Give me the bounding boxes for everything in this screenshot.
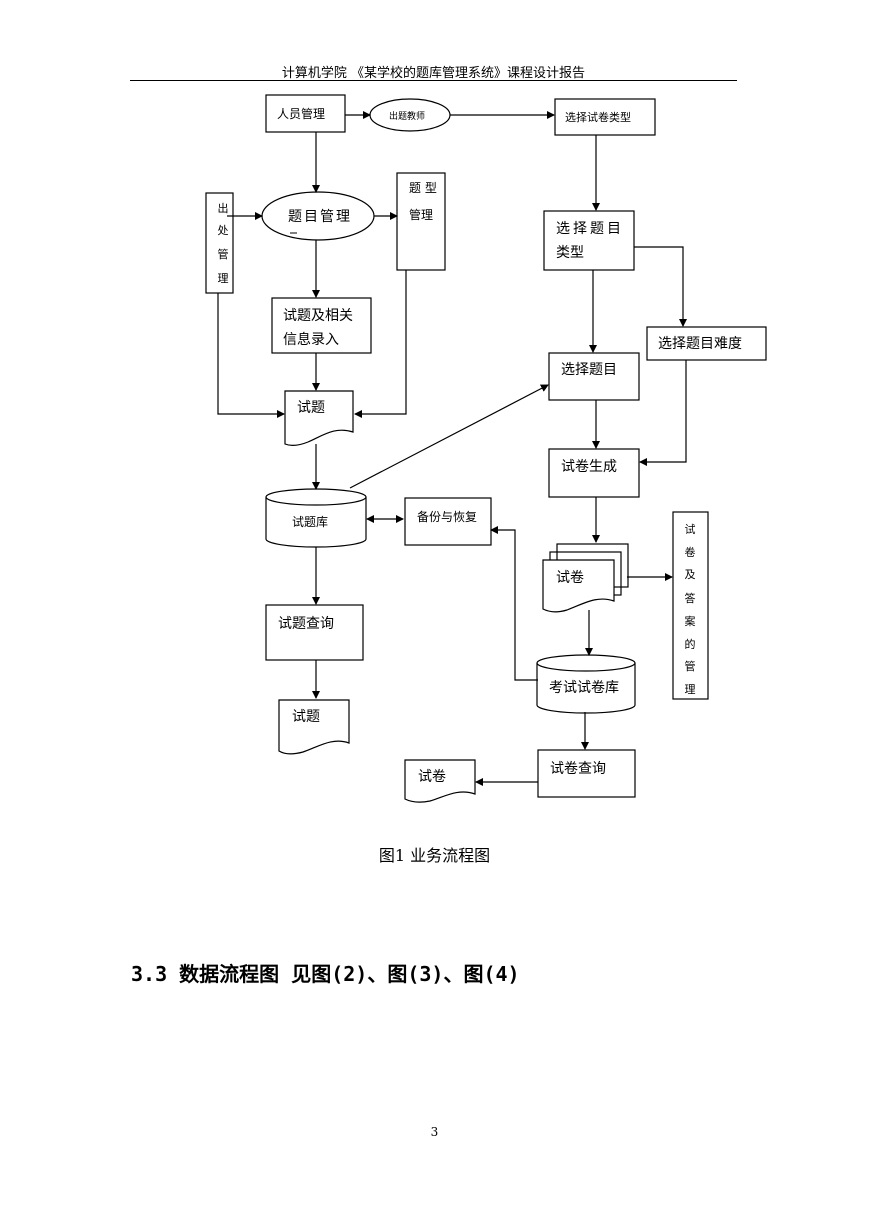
questions-doc2-label: 试题 xyxy=(292,709,320,725)
page-number: 3 xyxy=(430,1125,439,1139)
question-mgmt-label: 题目管理 xyxy=(288,209,352,225)
question-type-mgmt-line-1: 题 型 xyxy=(409,181,437,195)
paper-doc2-label: 试卷 xyxy=(418,769,446,785)
select-difficulty-label: 选择题目难度 xyxy=(658,336,742,352)
paper-answer-mgmt-char-0: 试 xyxy=(685,523,696,536)
question-bank-label: 试题库 xyxy=(292,514,328,529)
paper-doc-label: 试卷 xyxy=(556,570,584,586)
question-query-label: 试题查询 xyxy=(278,616,334,632)
paper-generate-label: 试卷生成 xyxy=(561,459,617,475)
teacher-label: 出题教师 xyxy=(389,110,425,122)
question-entry-line-2: 信息录入 xyxy=(283,331,339,348)
section-heading: 3.3 数据流程图 见图(2)、图(3)、图(4) xyxy=(131,962,520,986)
question-type-mgmt-line-2: 管理 xyxy=(409,207,433,222)
paper-query-label: 试卷查询 xyxy=(550,761,606,777)
paper-answer-mgmt-char-3: 答 xyxy=(685,591,696,605)
source-mgmt-char-3: 理 xyxy=(218,272,229,285)
select-q-type-line-1: 选择题目 xyxy=(556,221,624,237)
figure-caption: 图1 业务流程图 xyxy=(378,846,491,865)
paper-answer-mgmt-char-1: 卷 xyxy=(685,545,696,559)
select-q-type-line-2: 类型 xyxy=(556,245,584,261)
source-mgmt-char-1: 处 xyxy=(218,224,229,237)
question-entry-line-1: 试题及相关 xyxy=(283,308,353,324)
paper-answer-mgmt-char-7: 理 xyxy=(685,683,696,696)
paper-answer-mgmt-char-5: 的 xyxy=(685,637,696,651)
source-mgmt-char-0: 出 xyxy=(218,201,229,215)
paper-answer-mgmt-char-2: 及 xyxy=(685,568,696,581)
business-flowchart: 人员管理 选择试卷类型 试题库 备份与恢复 出题教师 出 处 管 理 试 卷 及… xyxy=(205,94,767,803)
source-mgmt-char-2: 管 xyxy=(218,247,229,261)
page-header: 计算机学院 《某学校的题库管理系统》课程设计报告 xyxy=(281,66,586,81)
backup-restore-label: 备份与恢复 xyxy=(417,510,477,524)
questions-doc-label: 试题 xyxy=(297,400,325,416)
select-questions-label: 选择题目 xyxy=(561,362,617,378)
header-rule xyxy=(130,80,737,81)
personnel-label: 人员管理 xyxy=(277,106,325,121)
select-paper-type-label: 选择试卷类型 xyxy=(565,110,631,124)
exam-paper-bank-label: 考试试卷库 xyxy=(549,680,619,696)
paper-answer-mgmt-char-4: 案 xyxy=(685,614,696,628)
paper-answer-mgmt-char-6: 管 xyxy=(685,659,696,673)
